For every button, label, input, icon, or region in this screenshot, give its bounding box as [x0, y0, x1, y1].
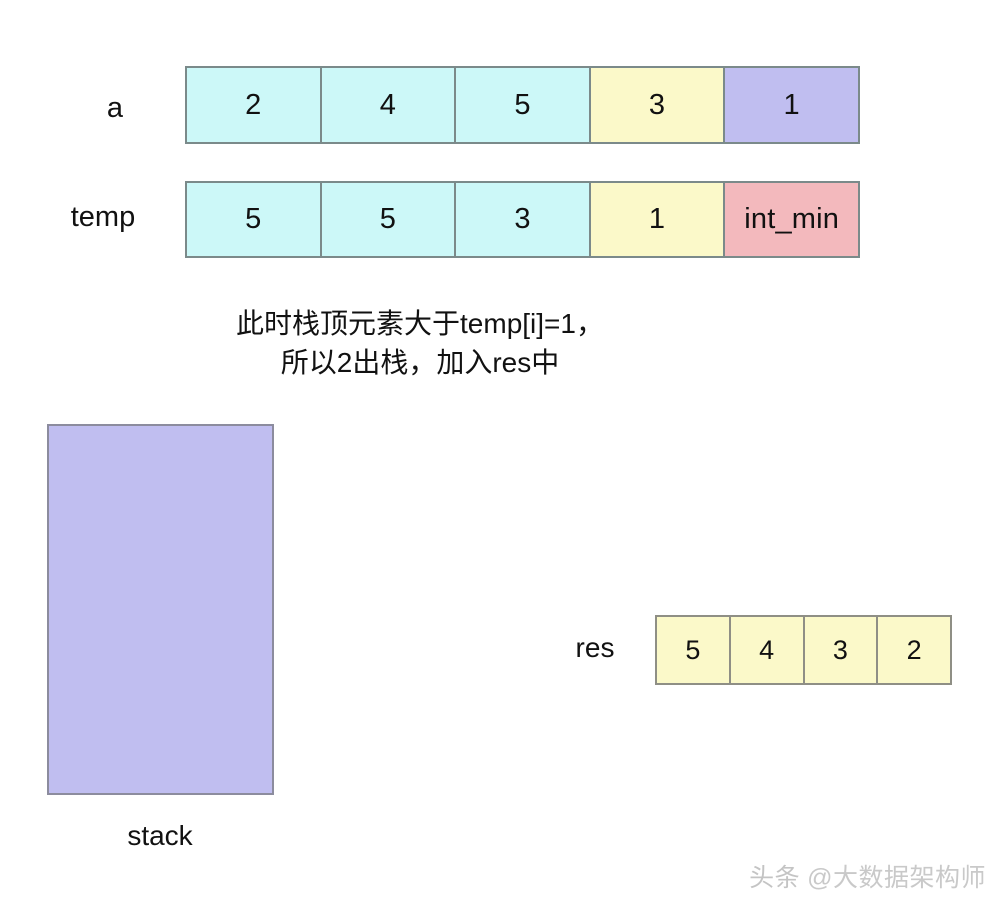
watermark-handle: @大数据架构师: [807, 864, 986, 892]
stack-container: [47, 424, 274, 795]
stack-label: stack: [127, 820, 193, 851]
array-a-cell-2: 5: [456, 68, 591, 142]
array-a: 2 4 5 3 1: [185, 66, 860, 144]
array-a-cell-4: 1: [725, 68, 858, 142]
array-temp-cell-3: 1: [590, 183, 726, 256]
array-label-temp: temp: [70, 201, 136, 233]
array-res-cell-3: 2: [878, 617, 950, 683]
array-temp-cell-1: 5: [321, 183, 457, 256]
array-res-cell-1: 4: [730, 617, 805, 683]
array-a-cell-3: 3: [590, 68, 726, 142]
watermark-brand: 头条: [749, 864, 801, 892]
caption-text: 此时栈顶元素大于temp[i]=1， 所以2出栈，加入res中: [140, 305, 700, 382]
array-temp-cell-2: 3: [456, 183, 591, 256]
caption-line-1: 此时栈顶元素大于temp[i]=1，: [236, 308, 604, 339]
array-temp: 5 5 3 1 int_min: [185, 181, 860, 258]
array-label-a: a: [106, 92, 124, 124]
array-res: 5 4 3 2: [655, 615, 952, 685]
array-temp-cell-4: int_min: [725, 183, 858, 256]
array-label-res: res: [575, 632, 615, 663]
array-temp-cell-0: 5: [187, 183, 322, 256]
array-a-cell-1: 4: [321, 68, 457, 142]
caption-line-2: 所以2出栈，加入res中: [280, 346, 560, 378]
array-a-cell-0: 2: [187, 68, 322, 142]
array-res-cell-2: 3: [804, 617, 879, 683]
array-res-cell-0: 5: [657, 617, 731, 683]
watermark: 头条 @大数据架构师: [749, 858, 986, 894]
